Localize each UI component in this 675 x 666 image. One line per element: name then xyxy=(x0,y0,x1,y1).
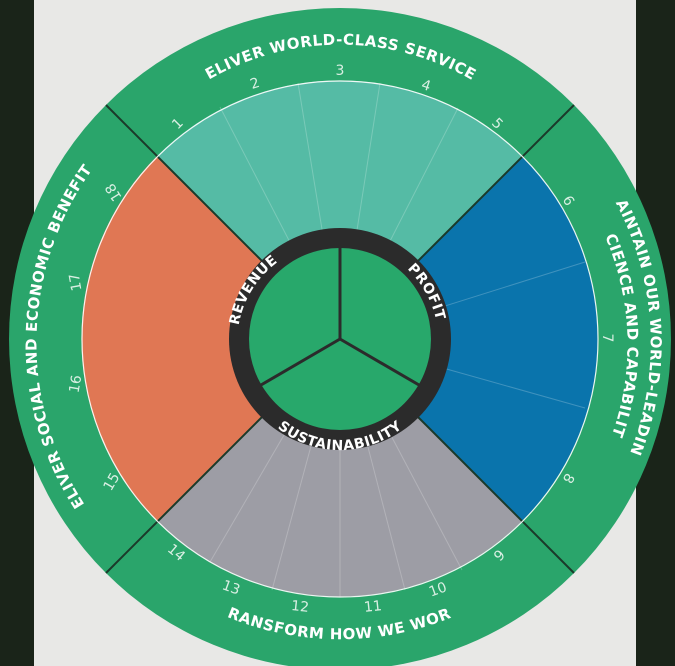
sector-transform[interactable] xyxy=(157,339,522,597)
segment-number: 13 xyxy=(220,577,242,598)
sector-services[interactable] xyxy=(157,80,522,340)
segment-number: 7 xyxy=(599,334,615,343)
hub-dividers xyxy=(260,248,420,387)
segment-number: 15 xyxy=(101,470,124,493)
segment-number: 10 xyxy=(427,579,449,600)
segment-number: 11 xyxy=(363,598,382,616)
sector-science[interactable] xyxy=(340,156,598,521)
segment-number: 16 xyxy=(67,374,86,394)
segment-number: 3 xyxy=(336,63,345,79)
segment-number: 17 xyxy=(67,272,86,292)
quadrant-dividers xyxy=(105,104,575,574)
inner-rim xyxy=(81,80,599,598)
sector-social[interactable] xyxy=(81,156,340,521)
segment-number: 12 xyxy=(290,598,309,616)
